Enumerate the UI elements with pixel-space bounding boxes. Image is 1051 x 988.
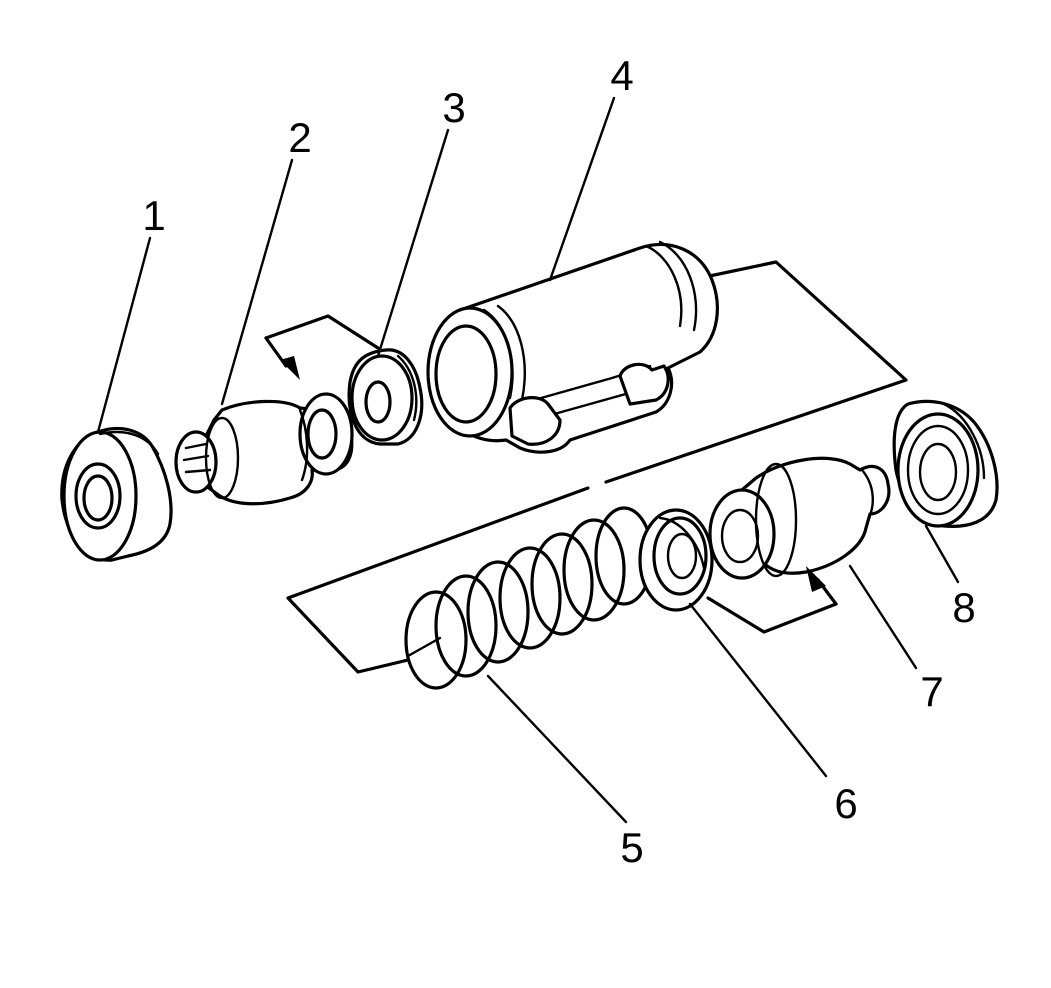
arrow-head-left bbox=[280, 356, 300, 380]
leader-3 bbox=[376, 128, 450, 358]
arrow-line-right bbox=[706, 596, 838, 634]
callout-6: 6 bbox=[834, 780, 857, 827]
leader-lines bbox=[96, 96, 960, 824]
leader-8 bbox=[924, 524, 960, 584]
part-4-cylinder-body bbox=[426, 240, 719, 454]
callout-4: 4 bbox=[610, 52, 633, 99]
callout-8: 8 bbox=[952, 584, 975, 631]
callout-7: 7 bbox=[920, 668, 943, 715]
leader-1 bbox=[96, 236, 152, 434]
arrow-line-left bbox=[264, 314, 380, 350]
part-6-cup bbox=[638, 508, 714, 612]
part-2-piston bbox=[174, 392, 354, 506]
leader-6 bbox=[688, 602, 828, 778]
arrow-head-right bbox=[806, 566, 826, 592]
callout-2: 2 bbox=[288, 114, 311, 161]
leader-7 bbox=[848, 564, 918, 670]
leader-5 bbox=[486, 674, 628, 824]
part-5-spring bbox=[404, 506, 654, 690]
callout-1: 1 bbox=[142, 192, 165, 239]
part-8-end-cap bbox=[892, 399, 999, 528]
callout-5: 5 bbox=[620, 824, 643, 871]
callout-3: 3 bbox=[442, 84, 465, 131]
callout-numbers: 1 2 3 4 5 6 7 8 bbox=[142, 52, 975, 871]
part-7-piston bbox=[708, 456, 891, 580]
assembly-outline bbox=[286, 260, 908, 674]
arrows bbox=[264, 314, 838, 634]
part-3-cup bbox=[347, 348, 424, 446]
leader-2 bbox=[220, 158, 294, 406]
part-1-end-cap bbox=[60, 426, 173, 562]
leader-4 bbox=[548, 96, 616, 282]
